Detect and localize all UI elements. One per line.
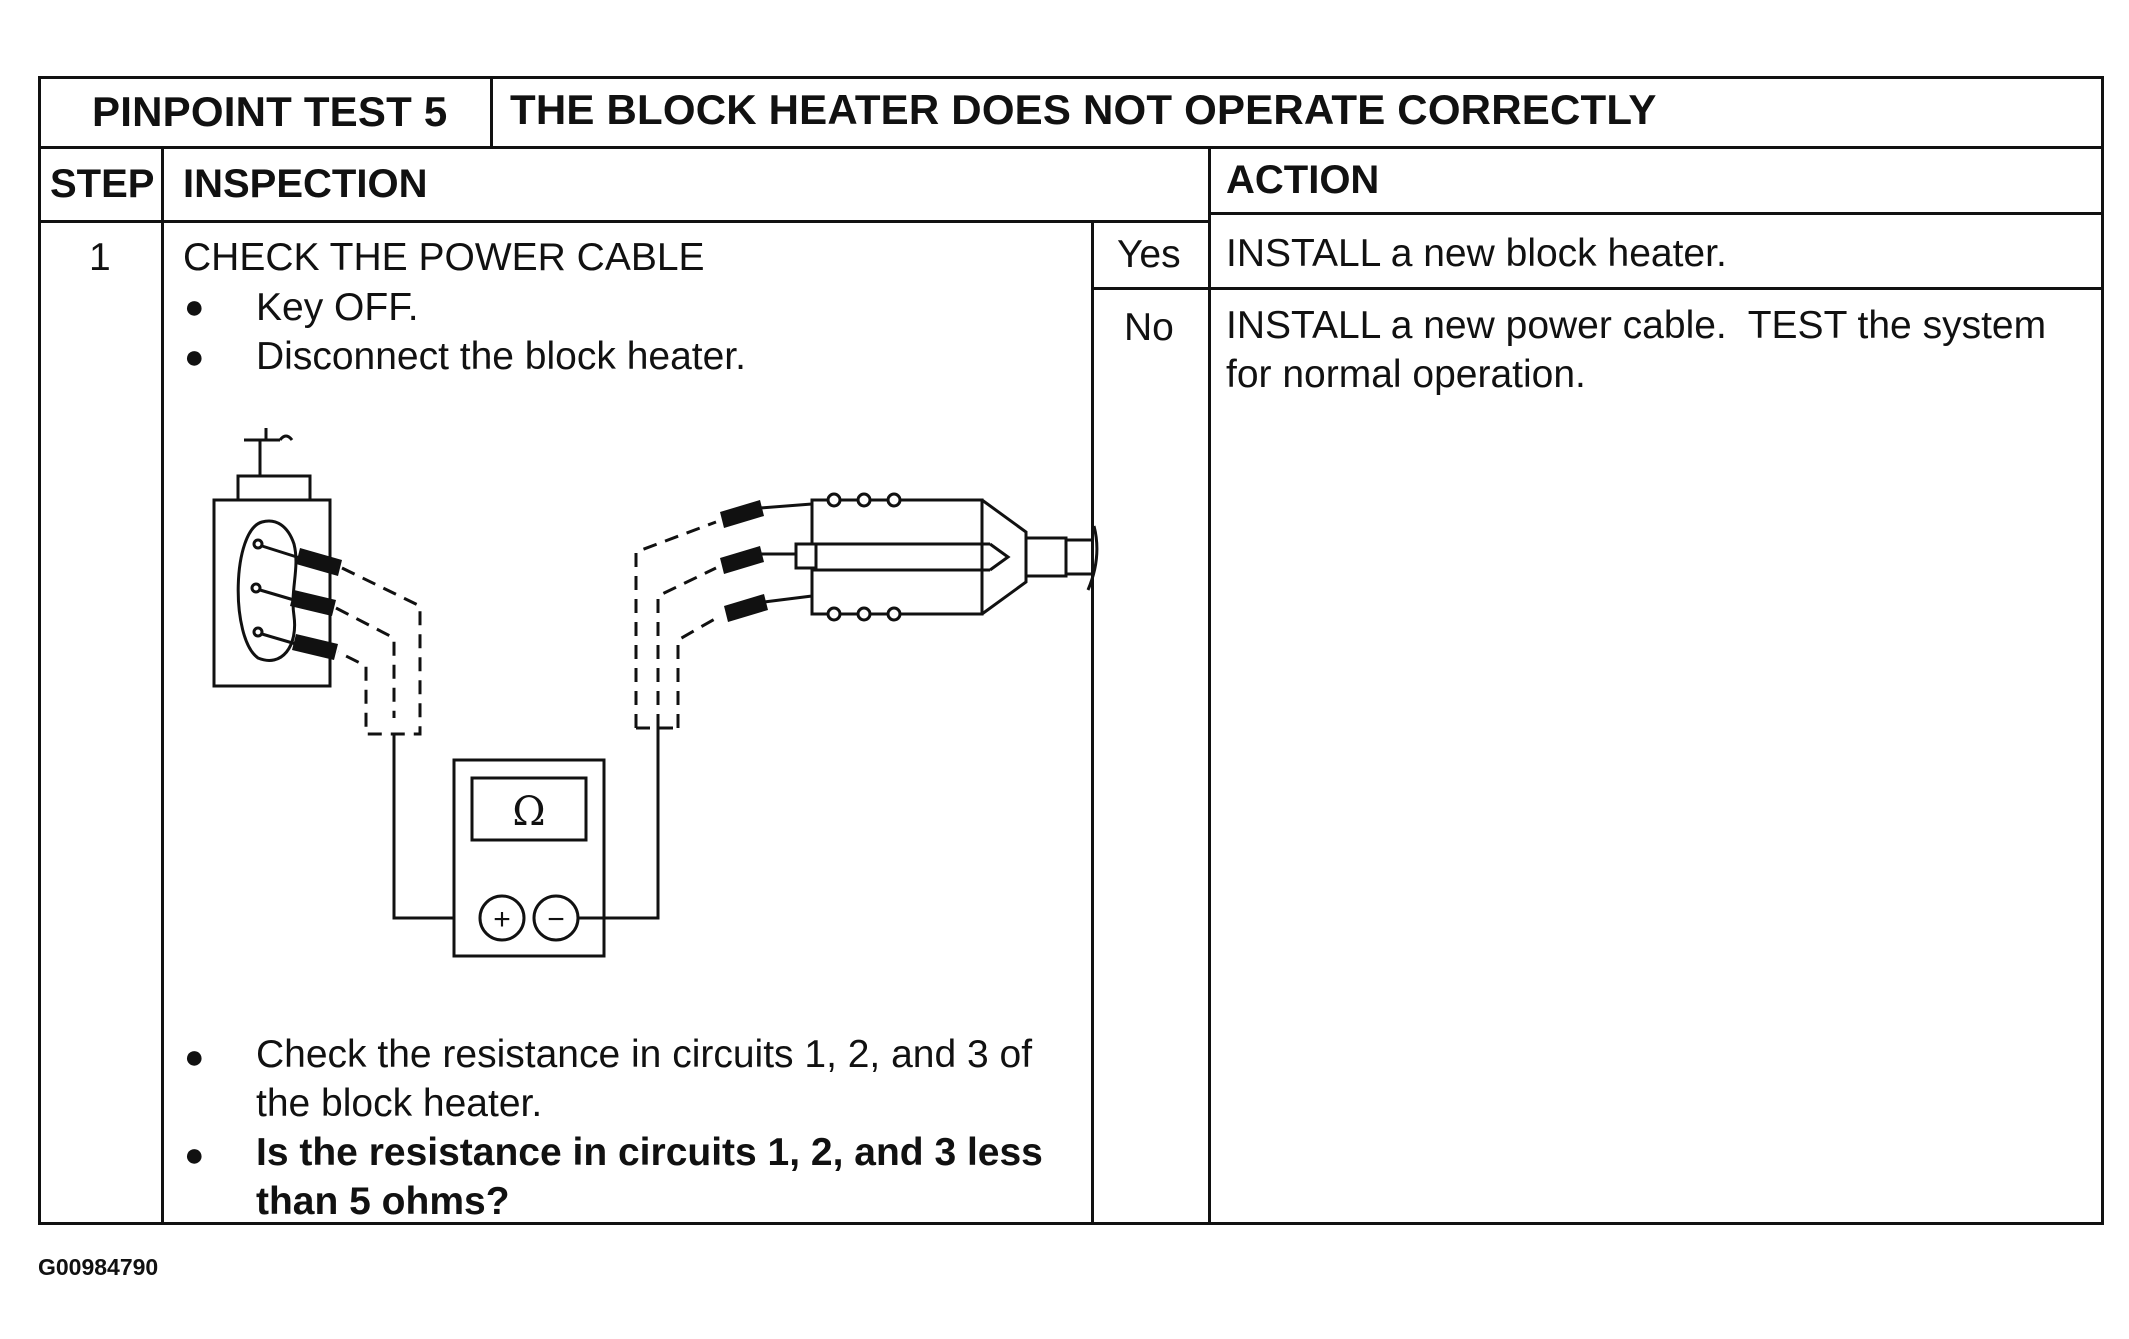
document-id: G00984790 bbox=[38, 1254, 159, 1280]
bullet-icon: ● bbox=[184, 288, 205, 326]
action-column-header: ACTION bbox=[1226, 158, 1380, 202]
question-line2: than 5 ohms? bbox=[256, 1180, 510, 1223]
inspection-column-header: INSPECTION bbox=[183, 162, 428, 206]
header-col-divider bbox=[490, 76, 493, 148]
pinpoint-table bbox=[38, 76, 2104, 1225]
power-cable-plug bbox=[794, 492, 1099, 622]
step-number: 1 bbox=[89, 236, 111, 279]
bullet-icon: ● bbox=[184, 1038, 205, 1076]
check-resistance-line1: Check the resistance in circuits 1, 2, a… bbox=[256, 1033, 1033, 1076]
inspection-col-divider bbox=[1091, 220, 1094, 1225]
test-title: THE BLOCK HEATER DOES NOT OPERATE CORREC… bbox=[510, 86, 1657, 133]
no-label: No bbox=[1124, 306, 1174, 349]
right-dashed-leads bbox=[634, 520, 721, 730]
no-action-line2: for normal operation. bbox=[1226, 353, 1586, 396]
minus-terminal-icon: − bbox=[547, 903, 565, 936]
yes-action: INSTALL a new block heater. bbox=[1226, 232, 1727, 275]
bullet-icon: ● bbox=[184, 338, 205, 376]
bullet-disconnect: Disconnect the block heater. bbox=[256, 335, 746, 378]
bullet-icon: ● bbox=[184, 1136, 205, 1174]
resistance-test-diagram: Ω + − bbox=[212, 428, 1099, 958]
step-col-divider bbox=[161, 146, 164, 1225]
ohmmeter bbox=[452, 758, 606, 958]
check-resistance-line2: the block heater. bbox=[256, 1082, 543, 1125]
bullet-key-off: Key OFF. bbox=[256, 286, 419, 329]
header-row-divider bbox=[38, 146, 2104, 149]
column-header-divider bbox=[38, 220, 1210, 223]
question-line1: Is the resistance in circuits 1, 2, and … bbox=[256, 1131, 1043, 1174]
test-id: PINPOINT TEST 5 bbox=[92, 88, 448, 135]
socket-probes bbox=[259, 544, 301, 646]
yes-label: Yes bbox=[1117, 233, 1181, 276]
plus-terminal-icon: + bbox=[493, 903, 511, 936]
left-dashed-leads bbox=[335, 566, 422, 736]
step-column-header: STEP bbox=[50, 162, 155, 206]
no-action-line1: INSTALL a new power cable. TEST the syst… bbox=[1226, 304, 2047, 347]
ohm-symbol: Ω bbox=[512, 789, 545, 835]
yes-no-divider bbox=[1091, 287, 2104, 290]
step-title: CHECK THE POWER CABLE bbox=[183, 236, 705, 279]
action-header-divider bbox=[1208, 212, 2104, 215]
action-col-divider bbox=[1208, 146, 1211, 1225]
